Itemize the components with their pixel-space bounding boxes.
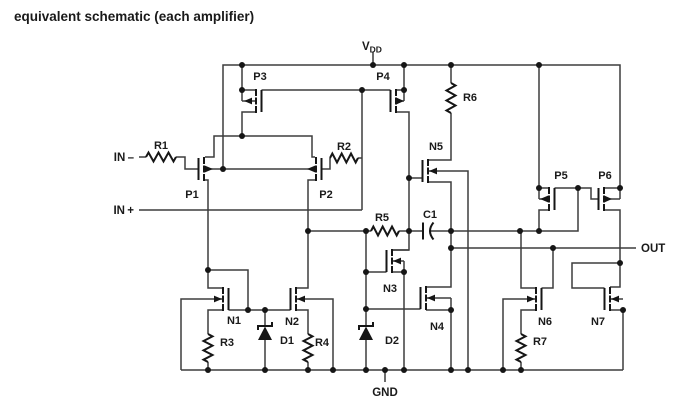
transistor-n4	[419, 286, 435, 310]
resistor-r5	[370, 224, 400, 238]
n5-body-arrow-icon	[429, 167, 437, 175]
n7-body-arrow-icon	[611, 295, 619, 303]
resistor-r4	[301, 333, 315, 363]
in-minus-label: IN –	[114, 152, 135, 164]
transistor-n5	[421, 159, 437, 183]
n3-label: N3	[383, 283, 397, 295]
transistor-n2	[289, 287, 305, 311]
transistor-p2	[307, 157, 323, 181]
d2-label: D2	[385, 335, 399, 347]
r3-label: R3	[220, 337, 234, 349]
in-plus-label: IN +	[113, 205, 134, 217]
c1-label: C1	[423, 209, 437, 221]
p3-label: P3	[253, 71, 266, 83]
junction-dots	[205, 62, 626, 373]
transistor-n6	[527, 287, 543, 311]
resistors	[145, 82, 528, 363]
n2-body-arrow-icon	[297, 295, 305, 303]
n1-label: N1	[227, 315, 241, 327]
r2-label: R2	[337, 141, 351, 153]
resistor-r2	[329, 151, 359, 165]
p1-body-arrow-icon	[205, 165, 213, 173]
transistor-p4	[389, 89, 404, 113]
out-label: OUT	[641, 243, 665, 255]
n4-leads	[426, 297, 452, 370]
d1-label: D1	[280, 335, 294, 347]
p2-label: P2	[319, 189, 332, 201]
p6-leads	[604, 187, 621, 288]
n7-label: N7	[591, 316, 605, 328]
resistor-r1	[145, 150, 177, 164]
labels: equivalent schematic (each amplifier) VD…	[14, 9, 665, 399]
p4-body-arrow-icon	[396, 97, 404, 105]
r4-label: R4	[315, 337, 330, 349]
n3-body-arrow-icon	[393, 257, 401, 265]
vdd-rail	[222, 52, 621, 199]
gnd-label: GND	[372, 387, 398, 399]
p2-drain	[296, 179, 316, 289]
transistor-p1	[197, 157, 213, 181]
transistor-p5	[540, 187, 556, 211]
resistor-r3	[201, 333, 215, 363]
diode-d1	[257, 322, 273, 340]
clamp-column	[365, 231, 421, 370]
p1-drain	[204, 179, 223, 289]
vdd-label: VDD	[362, 41, 382, 55]
transistor-n3	[385, 249, 401, 273]
capacitor-c1	[422, 221, 435, 241]
p5-body-arrow-icon	[540, 195, 548, 203]
r5-label: R5	[375, 212, 389, 224]
d2-cathode-bar	[358, 322, 374, 330]
d1-anode-triangle-icon	[258, 326, 272, 340]
n4-label: N4	[430, 321, 445, 333]
transistor-n1	[214, 287, 230, 311]
n4-body-arrow-icon	[427, 294, 435, 302]
transistor-n7	[603, 287, 619, 311]
p1-label: P1	[185, 189, 198, 201]
d2-anode-triangle-icon	[359, 326, 373, 340]
n6-label: N6	[538, 316, 552, 328]
out-line	[451, 188, 636, 249]
p6-label: P6	[598, 170, 611, 182]
d1-cathode-bar	[257, 322, 273, 330]
n5-label: N5	[429, 141, 443, 153]
tail-line	[205, 135, 315, 158]
r7-label: R7	[533, 336, 547, 348]
resistor-r7	[514, 333, 528, 363]
figure-title: equivalent schematic (each amplifier)	[14, 9, 254, 24]
transistor-p3	[244, 89, 263, 113]
r6-label: R6	[463, 92, 477, 104]
p4-label: P4	[376, 71, 390, 83]
p3-body-arrow-icon	[244, 97, 252, 105]
n2-label: N2	[285, 316, 299, 328]
transistor-p6	[597, 187, 612, 211]
n6-body-arrow-icon	[527, 295, 535, 303]
p5-label: P5	[554, 170, 567, 182]
p2-gate-r2	[139, 90, 363, 211]
n5-leads	[426, 113, 469, 370]
p6-body-arrow-icon	[604, 195, 612, 203]
r1-label: R1	[154, 140, 168, 152]
n2-leads	[296, 298, 334, 370]
p5-leads	[538, 187, 599, 231]
p2-body-arrow-icon	[307, 165, 315, 173]
diode-d2	[358, 322, 374, 340]
p4-leads	[392, 89, 423, 251]
n1-body-arrow-icon	[214, 295, 222, 303]
resistor-r6	[444, 82, 458, 114]
n1-leads	[180, 269, 291, 370]
n3-leads	[392, 249, 409, 370]
in-minus-wire	[139, 156, 199, 170]
n6-leads	[502, 231, 554, 370]
c1-plate-right	[429, 221, 435, 241]
